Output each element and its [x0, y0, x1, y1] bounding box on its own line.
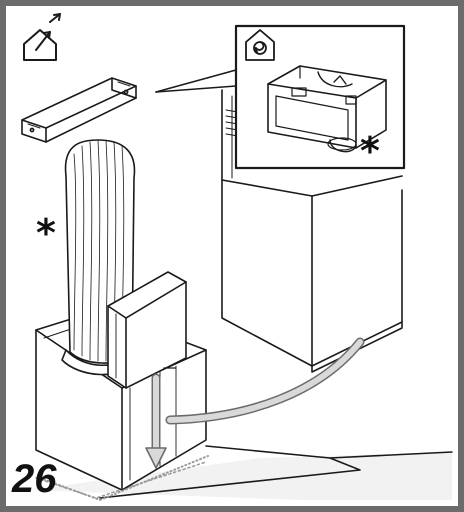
positioning-arrow — [145, 337, 365, 469]
optional-part-asterisk: * — [36, 211, 56, 255]
house-exhaust-outside-icon — [23, 13, 61, 61]
mounting-bracket — [21, 77, 137, 143]
zoom-callout-box — [234, 24, 406, 170]
motor-cover-box — [107, 271, 187, 389]
callout-pointer — [155, 69, 237, 93]
house-recirculation-icon — [245, 29, 275, 61]
optional-part-asterisk: * — [360, 129, 380, 173]
recirculation-adapter — [267, 65, 387, 153]
step-number: 26 — [12, 457, 57, 501]
floor-slab — [30, 445, 453, 500]
floor-dots — [39, 455, 209, 501]
